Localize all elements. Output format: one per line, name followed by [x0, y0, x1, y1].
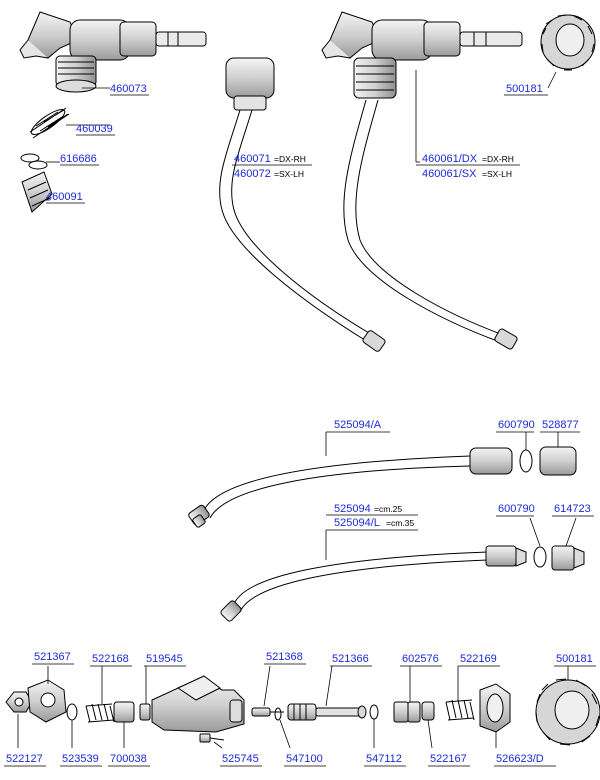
gasket-523539-drawing: [66, 703, 78, 721]
part-label-523539[interactable]: 523539: [62, 753, 99, 765]
spring-522169-drawing: [445, 699, 475, 721]
valve-body-left-drawing: [19, 11, 207, 93]
knob-500181-bottom-drawing: [535, 678, 600, 746]
o-ring-600790-a-drawing: [519, 449, 533, 473]
part-label-519545[interactable]: 519545: [146, 653, 183, 665]
part-label-522167[interactable]: 522167: [430, 753, 467, 765]
part-label-522169[interactable]: 522169: [460, 653, 497, 665]
part-label-547100[interactable]: 547100: [286, 753, 323, 765]
part-label-521366[interactable]: 521366: [332, 653, 369, 665]
washer-547100-drawing: [274, 707, 282, 721]
suffix-460061-sx: =SX-LH: [482, 169, 512, 179]
nut-614723-drawing: [551, 545, 585, 571]
spring-460039-drawing: [29, 107, 70, 139]
part-label-521367[interactable]: 521367: [34, 651, 71, 663]
part-label-614723[interactable]: 614723: [554, 503, 591, 515]
part-label-525094-a[interactable]: 525094/A: [334, 419, 382, 431]
part-label-460071[interactable]: 460071: [234, 153, 271, 165]
knob-500181-top-drawing: [540, 14, 596, 71]
part-label-525745[interactable]: 525745: [222, 753, 259, 765]
part-label-460061-dx[interactable]: 460061/DX: [422, 153, 478, 165]
part-label-547112[interactable]: 547112: [366, 753, 402, 765]
shaft-521366-drawing: [287, 703, 367, 721]
part-label-525094-l[interactable]: 525094/L: [334, 517, 380, 529]
part-label-521368[interactable]: 521368: [266, 651, 303, 663]
nuts-602576-drawing: [393, 701, 421, 723]
part-label-526623-d[interactable]: 526623/D: [496, 753, 544, 765]
suffix-460061-dx: =DX-RH: [482, 154, 514, 164]
part-label-500181-top[interactable]: 500181: [506, 83, 543, 95]
pin-521368-drawing: [251, 707, 284, 717]
part-label-600790-a[interactable]: 600790: [498, 419, 535, 431]
suffix-525094-l: =cm.35: [386, 518, 414, 528]
part-label-600790-b[interactable]: 600790: [498, 503, 535, 515]
part-label-602576[interactable]: 602576: [402, 653, 439, 665]
screw-525745-drawing: [199, 733, 225, 743]
part-label-522168[interactable]: 522168: [92, 653, 129, 665]
nut-700038-drawing: [113, 701, 135, 723]
part-label-700038[interactable]: 700038: [110, 753, 147, 765]
pipe-525094a-drawing: [188, 447, 513, 528]
suffix-460072: =SX-LH: [274, 169, 304, 179]
part-label-616686[interactable]: 616686: [60, 153, 97, 165]
cap-nut-526623d-drawing: [479, 683, 511, 733]
part-label-528877[interactable]: 528877: [542, 419, 579, 431]
part-label-500181-bottom[interactable]: 500181: [556, 653, 593, 665]
spring-522168-drawing: [85, 703, 115, 723]
part-label-460072[interactable]: 460072: [234, 168, 271, 180]
valve-body-right-drawing: [321, 11, 523, 350]
part-label-460091[interactable]: 460091: [46, 191, 83, 203]
flange-521367-drawing: [27, 679, 67, 723]
suffix-525094: =cm.25: [374, 504, 402, 514]
cap-522167-drawing: [421, 701, 435, 721]
part-label-525094[interactable]: 525094: [334, 503, 371, 515]
pipe-525094-drawing: [220, 545, 527, 622]
seal-519545-drawing: [139, 703, 151, 721]
o-ring-600790-b-drawing: [533, 546, 547, 568]
part-label-460073[interactable]: 460073: [110, 83, 147, 95]
part-label-460061-sx[interactable]: 460061/SX: [422, 168, 477, 180]
washer-547112-drawing: [369, 704, 379, 720]
o-rings-616686-drawing: [20, 153, 48, 170]
valve-body-bottom-drawing: [151, 675, 245, 733]
filter-460091-drawing: [21, 171, 53, 213]
spout-pipe-460071-drawing: [219, 57, 386, 352]
suffix-460071: =DX-RH: [274, 154, 306, 164]
part-label-460039[interactable]: 460039: [76, 123, 113, 135]
nut-528877-drawing: [539, 446, 577, 476]
part-label-522127[interactable]: 522127: [6, 753, 43, 765]
